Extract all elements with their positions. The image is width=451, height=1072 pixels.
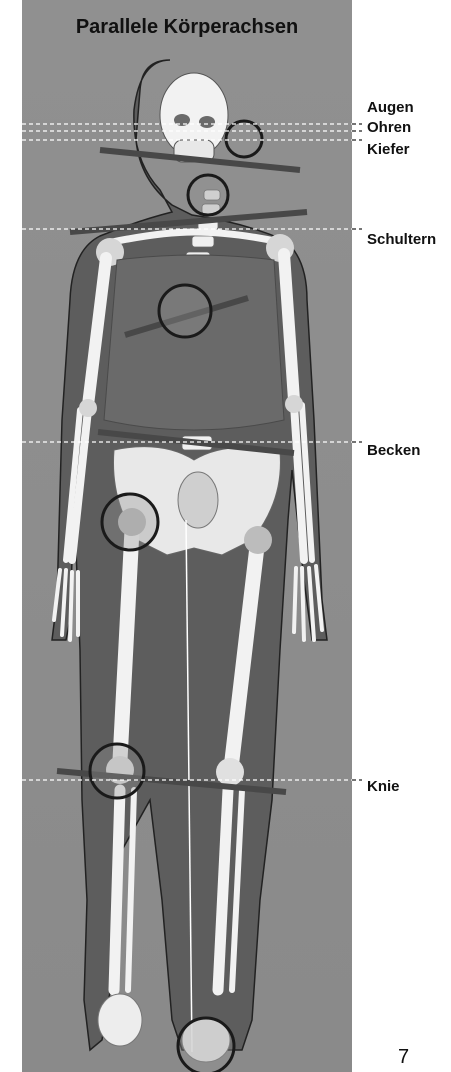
elbow-left — [79, 399, 97, 417]
label-kiefer: Kiefer — [367, 142, 410, 158]
hip-joint-right — [244, 526, 272, 554]
body-silhouette — [52, 60, 327, 1050]
circle-foot — [178, 1018, 234, 1072]
page-number: 7 — [398, 1046, 409, 1069]
foot-left — [98, 994, 142, 1046]
circle-jaw — [226, 121, 262, 157]
label-knie: Knie — [367, 779, 400, 795]
elbow-right — [285, 395, 303, 413]
sacrum — [178, 472, 218, 528]
skeleton-illustration — [22, 0, 352, 1072]
knee-right — [216, 758, 244, 786]
label-ohren: Ohren — [367, 120, 411, 136]
circle-knee — [90, 744, 144, 798]
circle-spine — [159, 285, 211, 337]
label-schultern: Schultern — [367, 232, 436, 248]
label-becken: Becken — [367, 443, 420, 459]
circle-hip — [102, 494, 158, 550]
eye-right — [199, 116, 215, 128]
figure-title: Parallele Körperachsen — [22, 16, 352, 39]
circle-neck — [188, 175, 228, 215]
ribcage — [104, 255, 284, 430]
label-augen: Augen — [367, 100, 414, 116]
eye-left — [174, 114, 190, 126]
skeleton-figure — [22, 0, 352, 1072]
